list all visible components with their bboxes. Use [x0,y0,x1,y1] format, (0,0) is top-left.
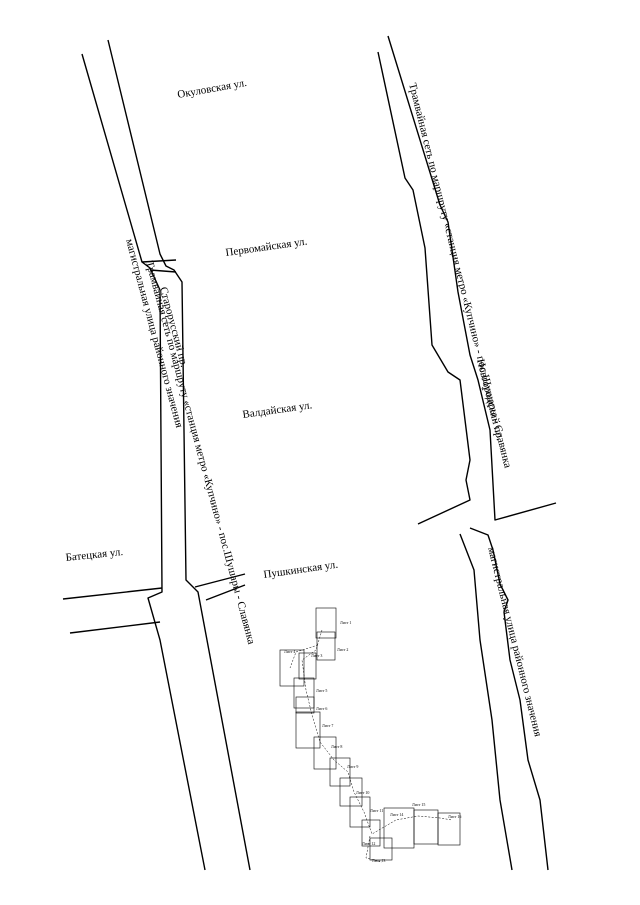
pushkinskaya-street-lines [194,573,246,601]
sheet-4: Лист 4 [279,649,305,687]
svg-text:Лист 3: Лист 3 [311,653,322,658]
label-valdayskaya: Валдайская ул. [242,399,313,421]
left-avenue [81,39,251,871]
label-batetskaya: Батецкая ул. [65,546,124,564]
sheet-12: Лист 12 [361,819,381,847]
right-avenue-south-west-edge [459,533,513,871]
right-avenue-labels: Трамвайная сеть по маршруту «станция мет… [406,82,544,738]
sheet-9: Лист 9 [329,757,358,787]
sheet-13: Лист 13 [369,837,393,863]
svg-text:Лист 8: Лист 8 [331,744,342,749]
sheet-1: Лист 1 [315,607,351,639]
sheet-11: Лист 11 [349,796,383,828]
sheet-15: Лист 15 [412,802,439,845]
left-avenue-west-edge [81,53,206,871]
sheet-route-line [301,629,453,835]
sheet-index: Лист 1 Лист 2 Лист 3 Лист 4 Лист 5 Лист … [279,607,461,863]
svg-text:Лист 6: Лист 6 [316,706,327,711]
svg-text:Лист 1: Лист 1 [340,620,351,625]
svg-text:Лист 15: Лист 15 [412,802,425,807]
right-avenue-east-edge [387,35,557,521]
label-pervomayskaya: Первомайская ул. [225,236,309,259]
sheet-5: Лист 5 [293,677,327,709]
svg-text:Лист 11: Лист 11 [370,808,383,813]
sheet-6: Лист 6 [295,696,327,714]
svg-text:Лист 2: Лист 2 [337,647,348,652]
batetskaya-street-lines [62,587,163,634]
right-avenue [377,35,557,871]
label-right-avenue-highway: магистральная улица районного значения [485,546,544,738]
left-avenue-east-edge [107,39,251,871]
sheet-3: Лист 3 [298,652,322,680]
svg-text:Лист 10: Лист 10 [356,790,369,795]
sheet-7: Лист 7 [295,711,333,749]
sheet-16: Лист 16 [437,812,461,846]
sheet-14: Лист 14 [383,807,415,849]
sheet-8: Лист 8 [313,736,342,770]
right-avenue-west-edge [377,51,471,525]
svg-text:Лист 5: Лист 5 [316,688,327,693]
label-pushkinskaya: Пушкинская ул. [263,559,339,581]
svg-text:Лист 13: Лист 13 [372,858,385,863]
svg-text:Лист 4: Лист 4 [284,649,295,654]
svg-text:Лист 12: Лист 12 [362,841,375,846]
sheet-2: Лист 2 [316,631,348,661]
svg-text:Лист 7: Лист 7 [322,723,333,728]
label-okulovskaya: Окуловская ул. [176,77,248,101]
svg-text:Лист 14: Лист 14 [390,812,403,817]
right-avenue-south-east-edge [469,527,549,871]
svg-text:Лист 9: Лист 9 [347,764,358,769]
sheet-10: Лист 10 [339,777,369,807]
svg-text:Лист 16: Лист 16 [448,814,461,819]
pervomayskaya-left-stub [141,259,177,273]
